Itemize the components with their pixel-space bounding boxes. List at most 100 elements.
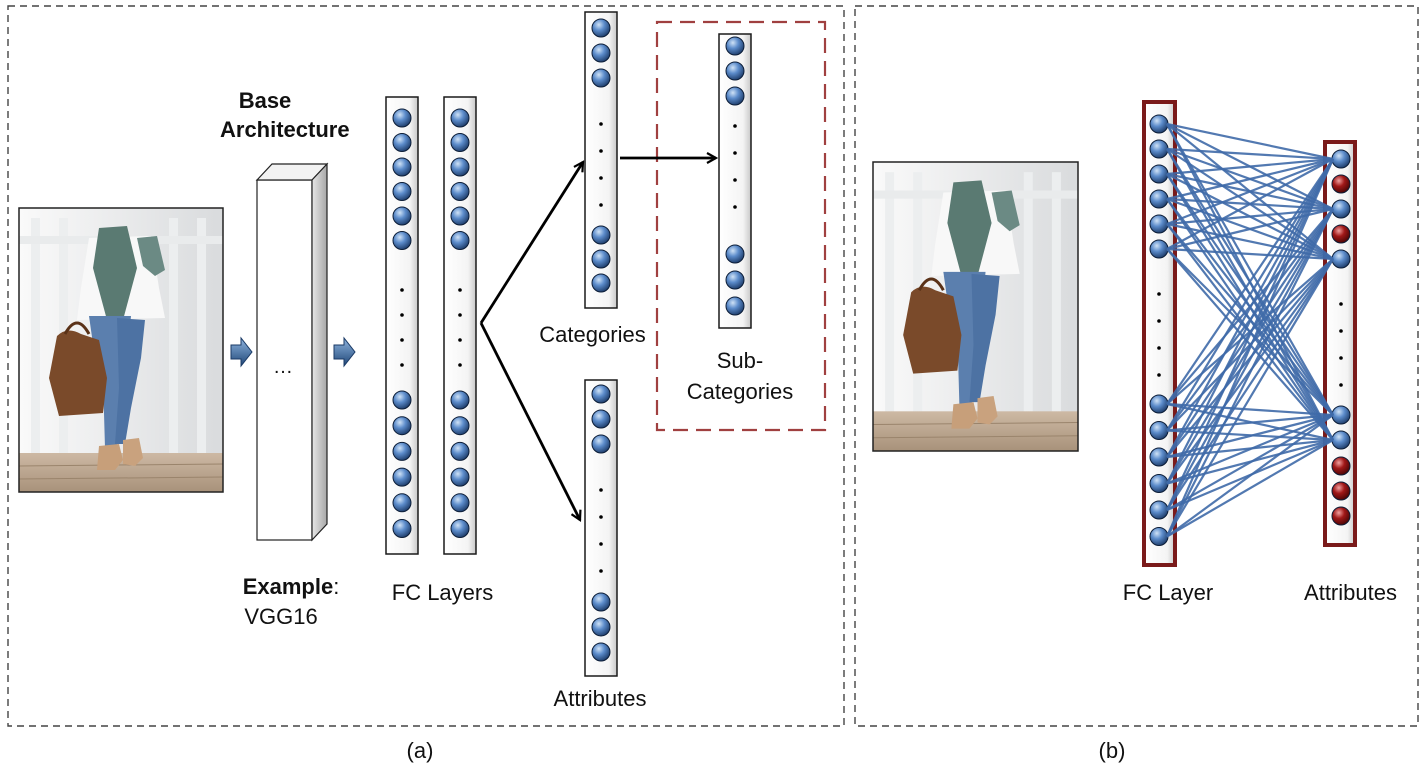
connection-2-0 (1166, 157, 1334, 176)
attribute-a-gap-dot-0 (599, 488, 603, 492)
category-gap-dot-2 (599, 176, 603, 180)
categories-label: Categories (539, 322, 646, 347)
fc1-gap-dot-2 (400, 338, 404, 342)
fc2-gap-dot-1 (458, 313, 462, 317)
caption-a: (a) (406, 738, 434, 763)
fc-b-node-10 (1149, 500, 1169, 520)
attribute-a-gap-dot-2 (599, 542, 603, 546)
attribute-a-gap-dot-3 (599, 569, 603, 573)
category-node-bottom-2 (591, 273, 611, 293)
fc2-node-bottom-0 (450, 390, 470, 410)
fc1-node-bottom-3 (392, 467, 412, 487)
subcategory-gap-dot-3 (733, 205, 737, 209)
fc2-node-bottom-4 (450, 493, 470, 513)
attribute-b-node-9 (1331, 506, 1351, 526)
fc2-gap-dot-2 (458, 338, 462, 342)
attribute-b-node-3 (1331, 224, 1351, 244)
fc2-node-bottom-3 (450, 467, 470, 487)
fc1-node-bottom-0 (392, 390, 412, 410)
fc2-node-bottom-5 (450, 519, 470, 538)
attribute-a-node-top-2 (591, 434, 611, 454)
connection-8-0 (1166, 158, 1334, 458)
attribute-b-node-6 (1331, 430, 1351, 450)
category-gap-dot-3 (599, 203, 603, 207)
arrow-to-categories (479, 162, 583, 324)
connection-10-0 (1166, 158, 1334, 511)
category-node-top-0 (591, 18, 611, 38)
example-prefix: Example (242, 574, 334, 599)
fc1-gap-dot-1 (400, 313, 404, 317)
subcategory-node-top-2 (725, 86, 745, 106)
connection-11-1 (1166, 208, 1334, 537)
connection-0-0 (1166, 122, 1334, 161)
attribute-b-gap-dot-1 (1339, 329, 1343, 333)
subcategory-node-bottom-1 (725, 270, 745, 290)
fc2-node-bottom-1 (450, 416, 470, 436)
fc2-node-bottom-2 (450, 441, 470, 461)
connection-11-4 (1166, 439, 1334, 538)
subcategory-node-top-0 (725, 36, 745, 56)
subcategory-gap-dot-1 (733, 151, 737, 155)
fc2-node-top-1 (450, 133, 470, 152)
fc1-node-top-0 (392, 108, 412, 128)
connection-11-2 (1166, 258, 1334, 538)
fc-b-gap-dot-3 (1157, 373, 1161, 377)
fc-b-node-2 (1149, 164, 1169, 184)
attribute-b-gap-dot-0 (1339, 302, 1343, 306)
panel-a-frame (7, 5, 845, 727)
attribute-b-node-8 (1331, 481, 1351, 501)
connection-7-0 (1166, 158, 1334, 432)
block-ellipsis: … (273, 356, 293, 378)
attribute-a-node-bottom-2 (591, 642, 611, 662)
fc-b-node-8 (1149, 447, 1169, 467)
fc-b-gap-dot-2 (1157, 346, 1161, 350)
category-node-top-2 (591, 68, 611, 88)
fc-b-gap-dot-1 (1157, 319, 1161, 323)
attribute-b-node-2 (1331, 199, 1351, 219)
subcategory-gap-dot-0 (733, 124, 737, 128)
attribute-a-node-bottom-1 (591, 617, 611, 637)
fc1-node-top-4 (392, 206, 412, 226)
caption-b: (b) (1098, 738, 1126, 763)
connection-4-0 (1166, 157, 1334, 226)
fc2-gap-dot-0 (458, 288, 462, 292)
fc-b-node-7 (1149, 421, 1169, 440)
connection-9-0 (1166, 158, 1334, 485)
connection-11-3 (1166, 414, 1334, 538)
connection-1-0 (1166, 147, 1334, 161)
input-arrow (230, 336, 253, 368)
fc1-node-bottom-2 (392, 441, 412, 461)
category-node-bottom-1 (591, 249, 611, 269)
fc2-node-top-2 (450, 157, 470, 177)
output-arrow (333, 336, 356, 368)
fc-b-node-5 (1149, 239, 1169, 259)
fc-b-node-11 (1149, 527, 1169, 546)
category-gap-dot-1 (599, 149, 603, 153)
attributes-label-b: Attributes (1304, 580, 1397, 605)
fc1-gap-dot-0 (400, 288, 404, 292)
connection-5-0 (1166, 158, 1334, 250)
fc2-gap-dot-3 (458, 363, 462, 367)
fc1-node-top-1 (392, 133, 412, 152)
subcategory-node-bottom-2 (725, 296, 745, 316)
fc2-node-top-5 (450, 231, 470, 250)
fc2-node-top-4 (450, 206, 470, 226)
attributes-label-a: Attributes (553, 686, 647, 711)
category-node-top-1 (591, 43, 611, 63)
subcategories-label: Sub- Categories (686, 348, 794, 404)
fc-b-node-9 (1149, 474, 1169, 493)
fc-b-gap-dot-0 (1157, 292, 1161, 296)
category-gap-dot-0 (599, 122, 603, 126)
connection-11-0 (1165, 158, 1335, 537)
example-value: VGG16 (244, 604, 318, 629)
category-node-bottom-0 (591, 225, 611, 245)
connection-10-2 (1166, 258, 1334, 511)
attribute-a-node-top-1 (591, 409, 611, 429)
fc1-node-top-3 (392, 182, 412, 201)
fc-b-node-4 (1149, 214, 1169, 234)
fc1-node-bottom-1 (392, 416, 412, 436)
attribute-a-node-top-0 (591, 384, 611, 404)
attribute-b-gap-dot-3 (1339, 383, 1343, 387)
connection-10-3 (1166, 414, 1334, 511)
